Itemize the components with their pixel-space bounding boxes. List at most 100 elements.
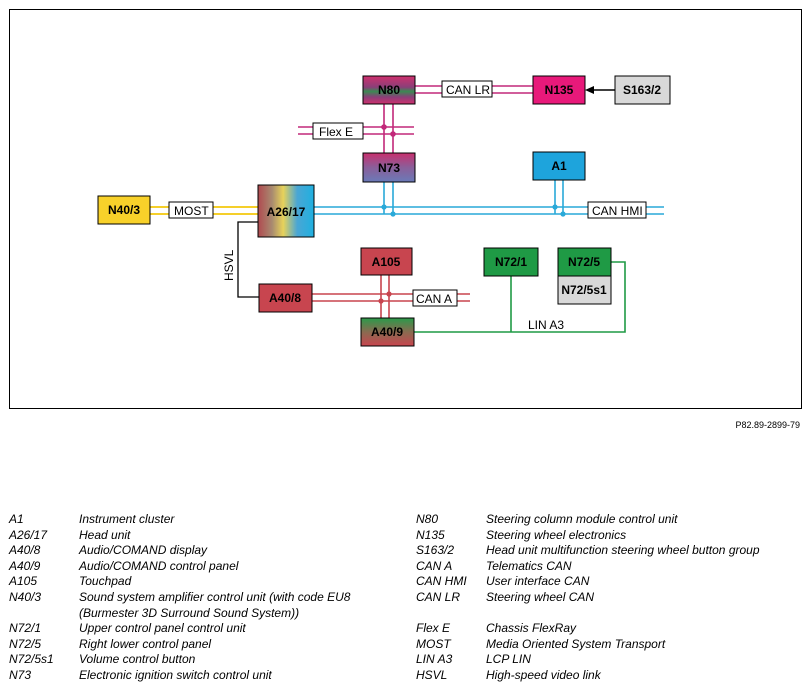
unit-a40-9: A40/9 <box>360 317 415 347</box>
legend-desc: Head unit <box>79 527 131 542</box>
legend-code: HSVL <box>416 667 448 682</box>
legend-spacer <box>416 606 806 622</box>
legend-code: LIN A3 <box>416 652 453 667</box>
legend-desc: Instrument cluster <box>79 512 175 526</box>
legend-code: N40/3 <box>9 589 42 604</box>
legend-code <box>9 606 79 622</box>
unit-n72-1: N72/1 <box>483 247 539 277</box>
legend-desc: Chassis FlexRay <box>486 621 577 636</box>
figure-reference: P82.89-2899-79 <box>735 420 800 430</box>
legend-item: A26/17 Head unit <box>9 528 404 544</box>
legend-code: A40/9 <box>9 558 41 573</box>
unit-a40-8-label: A40/8 <box>269 291 301 305</box>
unit-a40-8: A40/8 <box>258 283 313 313</box>
can-lr-tag: CAN LR <box>441 80 493 98</box>
can-a-tag: CAN A <box>412 289 458 307</box>
hsvl-link <box>237 221 259 298</box>
legend-desc: Audio/COMAND display <box>79 543 208 558</box>
unit-n72-5: N72/5 <box>557 247 612 277</box>
unit-a105: A105 <box>360 247 413 276</box>
flex-e-tag: Flex E <box>312 122 364 140</box>
legend-code: A26/17 <box>9 527 48 542</box>
legend-item: N72/5s1 Volume control button <box>9 652 404 668</box>
legend-code: Flex E <box>416 621 451 636</box>
legend-desc: User interface CAN <box>486 574 590 589</box>
legend-item: S163/2 Head unit multifunction steering w… <box>416 543 806 559</box>
most-label: MOST <box>174 204 209 218</box>
unit-n72-5s1: N72/5s1 <box>557 275 612 305</box>
can-hmi-junctions <box>381 204 566 217</box>
unit-n80: N80 <box>362 75 416 105</box>
flex-e-junctions <box>381 124 396 137</box>
legend-desc: LCP LIN <box>486 652 531 667</box>
unit-n40-3-label: N40/3 <box>108 203 140 217</box>
legend-desc: Touchpad <box>79 574 132 589</box>
unit-n135-label: N135 <box>545 83 574 97</box>
legend-item: (Burmester 3D Surround Sound System)) <box>9 606 404 622</box>
unit-a1: A1 <box>532 151 586 181</box>
legend-desc: Volume control button <box>79 652 196 667</box>
legend-desc: Telematics CAN <box>486 558 572 573</box>
legend-item: HSVL High-speed video link <box>416 668 806 684</box>
unit-n72-1-label: N72/1 <box>495 255 527 269</box>
unit-n40-3: N40/3 <box>97 195 151 225</box>
unit-n80-label: N80 <box>378 83 400 97</box>
legend-code: N72/1 <box>9 621 42 636</box>
unit-n73-label: N73 <box>378 161 400 175</box>
legend-desc: Steering wheel CAN <box>486 589 595 604</box>
legend-desc: (Burmester 3D Surround Sound System)) <box>79 605 300 620</box>
can-hmi-tag: CAN HMI <box>587 201 647 219</box>
unit-n72-5s1-label: N72/5s1 <box>561 283 607 297</box>
lin-a3-label: LIN A3 <box>528 318 564 332</box>
legend-desc: Right lower control panel <box>79 636 212 651</box>
legend-desc: Upper control panel control unit <box>79 621 246 636</box>
legend-code: N72/5s1 <box>9 652 54 667</box>
legend-code: CAN A <box>416 558 453 573</box>
legend-desc: Sound system amplifier control unit (wit… <box>79 589 351 604</box>
legend-code: CAN LR <box>416 589 461 604</box>
unit-a26-17: A26/17 <box>257 184 315 238</box>
legend-desc: Steering column module control unit <box>486 512 678 526</box>
unit-n135: N135 <box>532 75 586 105</box>
can-hmi-label: CAN HMI <box>592 204 643 218</box>
legend-item: A40/9 Audio/COMAND control panel <box>9 559 404 575</box>
can-a-label: CAN A <box>416 292 452 306</box>
legend-desc: Audio/COMAND control panel <box>79 558 239 573</box>
unit-n73: N73 <box>362 152 416 183</box>
legend-desc: Steering wheel electronics <box>486 527 627 542</box>
legend-desc: Head unit multifunction steering wheel b… <box>486 543 760 558</box>
unit-s163-2-label: S163/2 <box>623 83 661 97</box>
legend-item: A105 Touchpad <box>9 574 404 590</box>
legend-desc: High-speed video link <box>486 667 601 682</box>
legend-item: MOST Media Oriented System Transport <box>416 637 806 653</box>
legend-item: N135 Steering wheel electronics <box>416 528 806 544</box>
can-lr-label: CAN LR <box>446 83 490 97</box>
lin-a3-bus <box>414 261 626 333</box>
legend-code: N135 <box>416 527 445 542</box>
legend-code: S163/2 <box>416 543 455 558</box>
legend-item: N72/1 Upper control panel control unit <box>9 621 404 637</box>
legend-desc: Electronic ignition switch control unit <box>79 667 272 682</box>
legend-code: A105 <box>9 574 38 589</box>
legend-item: Flex E Chassis FlexRay <box>416 621 806 637</box>
unit-a1-label: A1 <box>551 159 567 173</box>
unit-s163-2: S163/2 <box>614 75 671 105</box>
unit-a40-9-label: A40/9 <box>371 325 403 339</box>
legend-code: MOST <box>416 636 451 651</box>
legend-code: A40/8 <box>9 543 41 558</box>
legend-item: N40/3 Sound system amplifier control unit… <box>9 590 404 606</box>
legend-item: CAN LR Steering wheel CAN <box>416 590 806 606</box>
can-a-junctions <box>378 291 392 304</box>
s163-arrow <box>585 86 615 94</box>
legend-item: LIN A3 LCP LIN <box>416 652 806 668</box>
legend-desc: Media Oriented System Transport <box>486 636 666 651</box>
legend-item: A40/8 Audio/COMAND display <box>9 543 404 559</box>
unit-n72-5-label: N72/5 <box>568 255 600 269</box>
